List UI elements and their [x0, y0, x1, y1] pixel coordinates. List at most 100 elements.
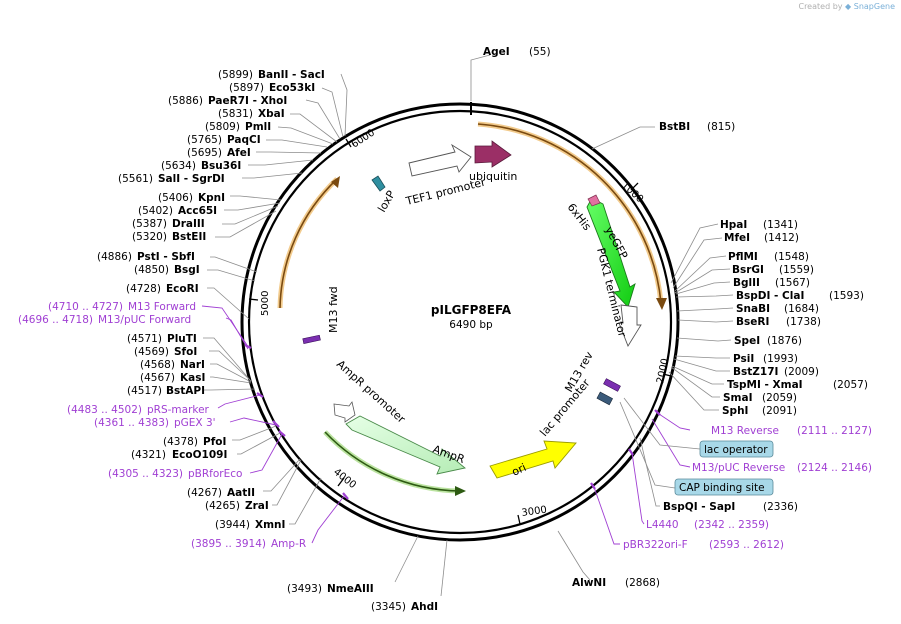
site-position: (4850)	[134, 264, 169, 276]
primer-m13-puc-reverse: M13/pUC Reverse(2124 .. 2146)	[692, 462, 872, 474]
primer-name: M13 Forward	[128, 301, 196, 313]
site-bsu36i: (5634)Bsu36I	[161, 160, 241, 172]
site-name: BsrGI	[732, 264, 764, 276]
site-position: (1684)	[784, 303, 819, 315]
site-position: (4267)	[187, 487, 222, 499]
site-banii-saci: (5899)BanII - SacI	[218, 69, 325, 81]
site-position: (55)	[529, 46, 551, 58]
site-position: (1412)	[764, 232, 799, 244]
site-pfoi: (4378)PfoI	[163, 436, 226, 448]
site-name: AhdI	[411, 601, 438, 613]
plasmid-size: 6490 bp	[449, 319, 493, 331]
site-position: (2059)	[762, 392, 797, 404]
site-position: (1993)	[763, 353, 798, 365]
site-sphi: SphI(2091)	[722, 405, 797, 417]
primer-name: Amp-R	[271, 538, 306, 550]
site-position: (5809)	[205, 121, 240, 133]
site-position: (5897)	[229, 82, 264, 94]
tef1-promoter-arrow	[408, 143, 472, 177]
primer-leaders	[201, 305, 691, 545]
primer-name: pRS-marker	[147, 404, 210, 416]
site-name: SpeI	[734, 335, 760, 347]
site-position: (5406)	[158, 192, 193, 204]
6xhis-marker	[587, 194, 601, 207]
site-afei: (5695)AfeI	[187, 147, 251, 159]
arc-right-arrowhead	[656, 298, 667, 310]
site-eco53ki: (5897)Eco53kI	[229, 82, 315, 94]
site-position: (5634)	[161, 160, 196, 172]
site-position: (4321)	[131, 449, 166, 461]
enzyme-leaders-left	[203, 73, 348, 525]
site-name: PstI - SbfI	[137, 251, 195, 263]
site-position: (4728)	[126, 283, 161, 295]
site-psti-sbfi: (4886)PstI - SbfI	[97, 251, 195, 263]
site-name: BseRI	[736, 316, 769, 328]
primer-range: (4483 .. 4502)	[67, 404, 142, 416]
site-name: AfeI	[227, 147, 251, 159]
site-name: PluTI	[167, 333, 197, 345]
site-pluti: (4571)PluTI	[127, 333, 197, 345]
site-name: BspDI - ClaI	[736, 290, 804, 302]
site-position: (2057)	[833, 379, 868, 391]
site-position: (4265)	[205, 500, 240, 512]
site-position: (2091)	[762, 405, 797, 417]
primer-m13-puc-forward: (4696 .. 4718)M13/pUC Forward	[18, 314, 191, 326]
site-name: PflMI	[728, 251, 758, 263]
site-name: NarI	[180, 359, 205, 371]
site-name: EcoRI	[166, 283, 199, 295]
site-name: MfeI	[724, 232, 750, 244]
site-kasi: (4567)KasI	[140, 372, 205, 384]
site-acc65i: (5402)Acc65I	[138, 205, 217, 217]
feature-arc-bottom	[324, 431, 461, 492]
site-position: (5765)	[187, 134, 222, 146]
site-bspqi-sapi: BspQI - SapI(2336)	[663, 501, 798, 513]
site-position: (2868)	[625, 577, 660, 589]
arc-bottom-arrowhead	[455, 486, 466, 496]
site-position: (1559)	[779, 264, 814, 276]
site-name: SfoI	[174, 346, 197, 358]
tick-label-2000: 2000	[655, 357, 671, 384]
primer-name: pBR322ori-F	[623, 539, 688, 551]
site-zrai: (4265)ZraI	[205, 500, 269, 512]
site-position: (1738)	[786, 316, 821, 328]
site-name: BstEII	[172, 231, 206, 243]
site-name: BsgI	[174, 264, 200, 276]
backbone-outer-ring	[240, 102, 680, 542]
site-bseri: BseRI (1738)	[736, 316, 821, 328]
site-xbai: (5831) XbaI	[218, 108, 285, 120]
arc-left-arrowhead	[331, 176, 340, 188]
site-nari: (4568)NarI	[140, 359, 205, 371]
site-position: (3493)	[287, 583, 322, 595]
feature-tef1-promoter: TEF1 promoter	[404, 175, 488, 208]
primer-range: (2111 .. 2127)	[797, 425, 872, 437]
site-position: (2336)	[763, 501, 798, 513]
site-position: (1341)	[763, 219, 798, 231]
tick-label-3000: 3000	[521, 505, 548, 519]
snapgene-credit: Created by ◆ SnapGene	[798, 2, 895, 11]
primer-amp-r: (3895 .. 3914)Amp-R	[191, 538, 306, 550]
site-draiii: (5387)DraIII	[132, 218, 205, 230]
site-psii: PsiI(1993)	[733, 353, 798, 365]
site-bstbi: BstBI(815)	[659, 121, 735, 133]
feature-m13-fwd: M13 fwd	[327, 286, 340, 333]
site-name: XbaI	[258, 108, 285, 120]
backbone-inner-ring	[247, 109, 673, 535]
primer-pbr322ori-f: pBR322ori-F(2593 .. 2612)	[623, 539, 784, 551]
primer-range: (2124 .. 2146)	[797, 462, 872, 474]
primer-m13-reverse: M13 Reverse (2111 .. 2127)	[711, 425, 872, 437]
site-nmeaiii: (3493)NmeAIII	[287, 583, 374, 595]
site-position: (5387)	[132, 218, 167, 230]
primer-name: pBRforEco	[188, 468, 242, 480]
site-position: (4569)	[134, 346, 169, 358]
credit-prefix: Created by	[798, 2, 843, 11]
site-position: (5831)	[218, 108, 253, 120]
primer-name: M13 Reverse	[711, 425, 779, 437]
pgk1-terminator-arrow	[618, 304, 642, 348]
site-snabi: SnaBI(1684)	[736, 303, 819, 315]
site-position: (5899)	[218, 69, 253, 81]
site-name: PfoI	[203, 436, 226, 448]
feature-arc-right	[477, 123, 662, 304]
primer-l4440: L4440(2342 .. 2359)	[646, 519, 769, 531]
site-name: SalI - SgrDI	[158, 173, 225, 185]
